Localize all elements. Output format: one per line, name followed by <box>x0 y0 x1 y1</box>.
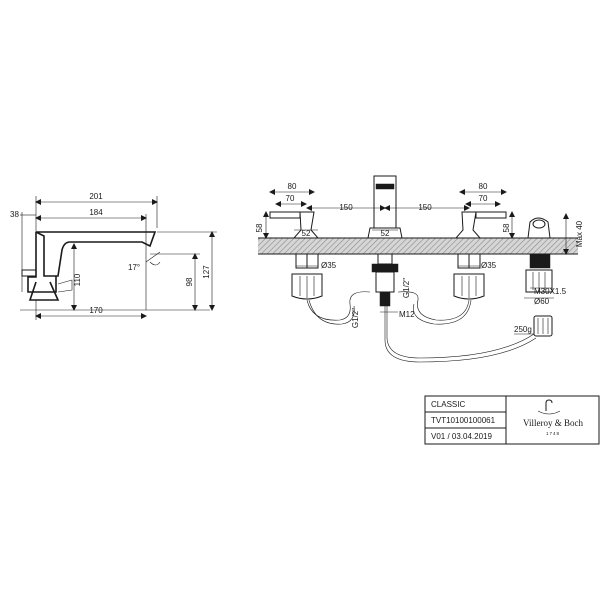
hand-shower-holder <box>525 217 553 293</box>
spout-base <box>367 227 403 239</box>
spout-aerator <box>375 183 395 190</box>
dim-left-58-label: 58 <box>255 223 264 232</box>
dim-d60-label: Ø60 <box>534 297 550 306</box>
spout-hose-fitting <box>379 291 391 307</box>
dim-spacing-right-label: 150 <box>418 203 432 212</box>
dim-right-70-label: 70 <box>479 194 488 203</box>
series-label: CLASSIC <box>431 400 465 409</box>
dim-g12-right-label: G1/2" <box>402 278 411 298</box>
right-valve <box>453 211 507 300</box>
dim-angle-label: 17° <box>128 263 140 272</box>
article-number: TVT10100100061 <box>431 416 496 425</box>
left-valve <box>269 211 323 300</box>
dim-201-label: 201 <box>89 192 103 201</box>
right-lever <box>475 211 507 219</box>
angle-line-a <box>145 251 161 263</box>
dim-170-label: 170 <box>89 306 103 315</box>
spout-connector <box>375 271 395 293</box>
dim-127-label: 127 <box>202 265 211 279</box>
dim-right-d35-label: Ø35 <box>481 261 497 270</box>
shower-holder-head <box>527 217 551 239</box>
hose-shower-a <box>384 306 537 363</box>
shower-holder-nut <box>529 253 551 269</box>
title-block-frame <box>424 395 600 445</box>
dim-spacing-left-label: 150 <box>339 203 353 212</box>
dim-m30-label: M30X1.5 <box>534 287 567 296</box>
weight-body <box>533 315 553 337</box>
dim-left-80-label: 80 <box>288 182 297 191</box>
dim-left-d35-label: Ø35 <box>321 261 337 270</box>
hose-left-b <box>308 299 355 325</box>
dim-max40-label: Max 40 <box>575 220 584 247</box>
faucet-aerator <box>21 269 37 277</box>
angle-arc <box>149 261 161 266</box>
title-block: CLASSIC TVT10100100061 V01 / 03.04.2019 … <box>424 395 600 445</box>
hose-weight: 250g <box>514 315 553 337</box>
faucet-body-outline <box>27 232 57 293</box>
brand-logo: Villeroy & Boch 1748 <box>523 399 583 436</box>
faucet-base-outline <box>28 281 60 301</box>
right-handle-body <box>454 211 482 239</box>
dim-center-52-label: 52 <box>381 229 390 238</box>
version-date: V01 / 03.04.2019 <box>431 432 492 441</box>
dim-38-label: 38 <box>10 210 19 219</box>
hose-shower-b <box>386 306 535 359</box>
dim-110-label: 110 <box>73 273 82 286</box>
dim-98-label: 98 <box>185 277 194 286</box>
hose-right-b <box>413 299 472 325</box>
shower-holder-opening <box>532 219 546 229</box>
dim-left-70-label: 70 <box>286 194 295 203</box>
installation-view: 250g 80 70 150 150 80 70 58 58 52 52 <box>255 175 584 363</box>
brand-year: 1748 <box>546 431 560 436</box>
weight-label: 250g <box>514 325 532 334</box>
dim-left-52-label: 52 <box>302 229 311 238</box>
dim-right-80-label: 80 <box>479 182 488 191</box>
left-valve-body <box>291 273 323 300</box>
dim-m12-label: M12 <box>399 310 415 319</box>
right-valve-body <box>453 273 485 300</box>
center-spout <box>367 175 403 307</box>
countertop-section <box>258 238 578 254</box>
spout-shank <box>377 253 393 265</box>
dim-g12-left-label: G1/2" <box>351 308 360 328</box>
faucet-lever-outline <box>57 279 73 293</box>
shower-holder-sleeve <box>525 269 553 293</box>
side-view: 201 184 38 17° 110 98 127 <box>10 192 217 320</box>
faucet-spout-outline <box>35 231 157 277</box>
hose-right-a <box>397 291 470 321</box>
logo-tap-icon <box>545 399 553 411</box>
spout-nut <box>371 263 399 273</box>
dim-184-label: 184 <box>89 208 103 217</box>
left-lever <box>269 211 301 219</box>
brand-name: Villeroy & Boch <box>523 418 583 428</box>
dim-right-58-label: 58 <box>502 223 511 232</box>
hose-left-a <box>306 291 371 321</box>
logo-water-arc <box>537 410 561 415</box>
